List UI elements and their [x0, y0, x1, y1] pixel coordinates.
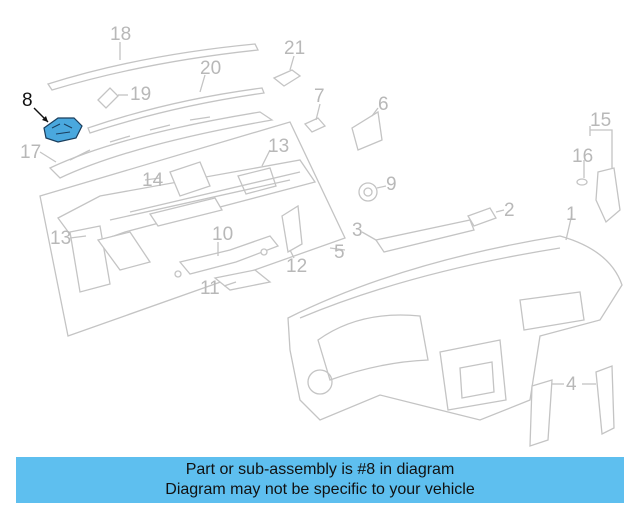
duct-assembly — [57, 149, 317, 293]
callout-6: 6 — [378, 94, 389, 115]
banner-line-2: Diagram may not be specific to your vehi… — [165, 481, 475, 498]
part-4-vents — [529, 365, 615, 447]
callout-7: 7 — [314, 86, 325, 107]
banner-line-1: Part or sub-assembly is #8 in diagram — [185, 461, 455, 478]
callout-21: 21 — [284, 38, 305, 59]
part-2-bracket — [467, 207, 505, 227]
part-15-side-panel — [576, 126, 621, 224]
callout-18: 18 — [110, 24, 131, 45]
part-1-instrument-panel — [287, 213, 623, 421]
callout-13-top: 13 — [268, 136, 289, 157]
info-banner: Part or sub-assembly is #8 in diagram Di… — [16, 457, 624, 503]
part-17-grille — [39, 111, 274, 179]
callout-2: 2 — [504, 200, 515, 221]
part-6-bracket — [351, 107, 383, 151]
part-7-clip — [303, 103, 327, 133]
part-3-bracket — [361, 219, 475, 253]
callout-10: 10 — [212, 224, 233, 245]
part-18-strip — [46, 42, 260, 91]
callout-5: 5 — [334, 242, 345, 263]
callout-16: 16 — [572, 146, 593, 167]
callout-12: 12 — [286, 256, 307, 277]
callout-11: 11 — [200, 278, 220, 299]
part-20-strip — [87, 74, 265, 134]
callout-15: 15 — [590, 110, 611, 131]
callout-8: 8 — [22, 90, 33, 111]
callout-9: 9 — [386, 174, 397, 195]
subassembly-5-frame — [39, 121, 346, 337]
callout-17: 17 — [20, 142, 41, 163]
part-8-highlighted[interactable] — [33, 107, 83, 143]
callout-20: 20 — [200, 58, 221, 79]
parts-10-11-12-brackets — [174, 204, 303, 291]
callout-19: 19 — [130, 84, 151, 105]
part-19-bracket — [97, 87, 128, 109]
callout-1: 1 — [566, 204, 577, 225]
part-9-vent — [358, 182, 387, 202]
callout-14: 14 — [142, 170, 164, 191]
callout-3: 3 — [352, 220, 363, 241]
part-21-clip — [272, 55, 302, 87]
callout-labels: 1 2 3 4 5 6 7 8 9 10 11 12 13 13 14 15 1… — [20, 24, 611, 395]
callout-4: 4 — [566, 374, 577, 395]
callout-13-left: 13 — [50, 228, 71, 249]
